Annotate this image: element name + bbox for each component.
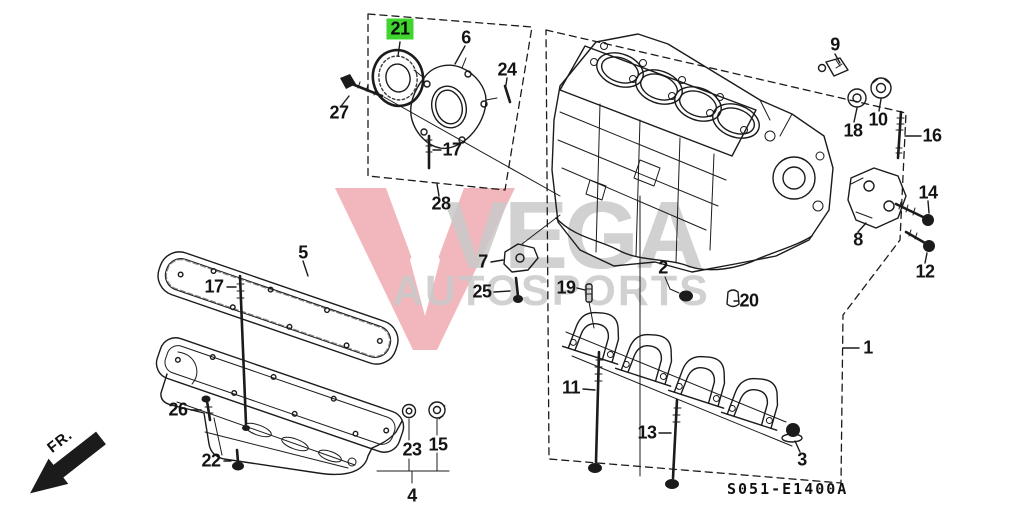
gasket-drawing xyxy=(157,251,399,365)
part-label-27: 27 xyxy=(329,102,349,123)
watermark-brand: VEGA xyxy=(444,182,704,289)
bracket-8-drawing xyxy=(847,167,907,233)
bolt-12-drawing xyxy=(904,229,935,264)
dowel-19-drawing xyxy=(576,283,595,329)
plug-3-drawing xyxy=(781,423,803,453)
bearing-cap-bridge-drawing xyxy=(561,311,793,447)
part-label-7: 7 xyxy=(478,251,488,272)
bolt-13-drawing xyxy=(658,398,682,489)
leader-bracket-4 xyxy=(376,418,450,484)
sealing-cap-2-drawing xyxy=(664,276,693,302)
seal-subassembly-box xyxy=(367,13,533,191)
block-assembly-box xyxy=(545,29,907,484)
dowel-24-drawing xyxy=(503,77,512,104)
part-label-1: 1 xyxy=(863,337,873,358)
part-label-6: 6 xyxy=(461,27,471,48)
oil-pan-drawing xyxy=(155,337,405,476)
plug-15-drawing xyxy=(428,401,446,420)
part-label-25: 25 xyxy=(472,281,492,302)
part-label-5: 5 xyxy=(298,242,308,263)
engine-block-drawing xyxy=(551,33,834,273)
stud-17-lower-drawing xyxy=(226,274,250,431)
seal-case-drawing xyxy=(410,45,498,150)
part-label-17: 17 xyxy=(442,139,462,160)
bolt-26-drawing xyxy=(190,395,214,422)
part-label-24: 24 xyxy=(497,59,517,80)
part-label-20: 20 xyxy=(739,290,759,311)
diagram-code: S051-E1400A xyxy=(727,480,849,498)
bolt-25-drawing xyxy=(493,276,523,303)
leader-5 xyxy=(302,260,309,277)
part-label-19: 19 xyxy=(556,277,576,298)
part-label-16: 16 xyxy=(922,125,942,146)
part-label-28: 28 xyxy=(431,193,451,214)
part-label-21: 21 xyxy=(386,18,414,40)
washer-18-drawing xyxy=(847,88,867,123)
watermark-subbrand: AUTOSPORTS xyxy=(392,267,710,315)
oil-seal-drawing xyxy=(371,41,425,108)
leader-28 xyxy=(436,183,440,197)
bolt-11-drawing xyxy=(582,350,604,473)
sensor-9-drawing xyxy=(817,53,849,77)
part-label-12: 12 xyxy=(915,261,935,282)
plug-10-drawing xyxy=(870,77,892,112)
part-label-26: 26 xyxy=(168,399,188,420)
part-label-15: 15 xyxy=(428,434,448,455)
part-label-18: 18 xyxy=(843,120,863,141)
part-label-10: 10 xyxy=(868,109,888,130)
part-label-4: 4 xyxy=(407,485,417,506)
part-label-8: 8 xyxy=(853,229,863,250)
bracket-7-drawing xyxy=(490,214,561,273)
vega-logo-icon xyxy=(335,188,515,350)
part-label-23: 23 xyxy=(402,439,422,460)
part-label-13: 13 xyxy=(637,422,657,443)
bolt-14-drawing xyxy=(894,200,934,226)
part-label-2: 2 xyxy=(658,257,668,278)
washer-23-drawing xyxy=(401,403,417,419)
part-label-3: 3 xyxy=(797,449,807,470)
stud-17-upper-drawing xyxy=(425,134,442,170)
stud-16-drawing xyxy=(895,110,922,160)
part-label-9: 9 xyxy=(830,34,840,55)
drain-bolt-22-drawing xyxy=(223,448,244,471)
part-label-11: 11 xyxy=(561,377,581,398)
part-label-14: 14 xyxy=(918,182,938,203)
bolt-27-drawing xyxy=(340,74,561,197)
part-label-17: 17 xyxy=(204,276,224,297)
part-label-22: 22 xyxy=(201,450,221,471)
grommet-20-drawing xyxy=(726,289,740,308)
